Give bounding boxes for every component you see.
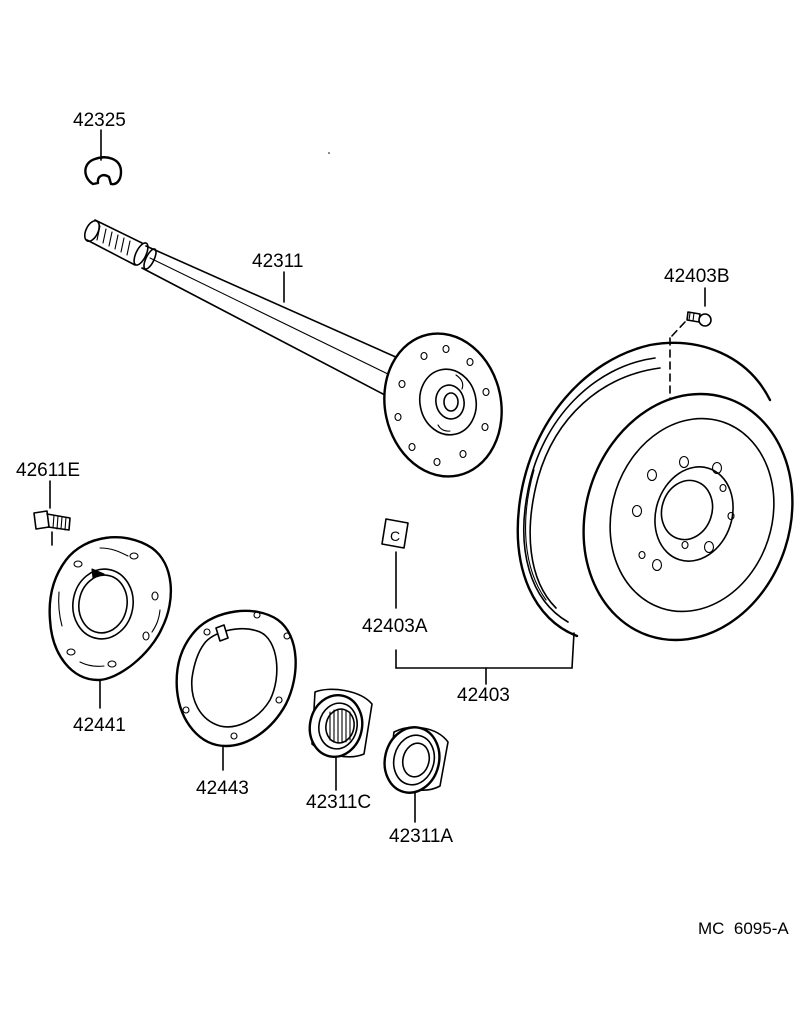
speck-dot <box>328 152 330 154</box>
label-plate-letter: C <box>390 528 400 544</box>
snap-ring-42325 <box>84 129 123 186</box>
axle-shaft-42311 <box>83 219 503 478</box>
gasket-42443 <box>175 609 297 771</box>
hole-plug-42403B <box>656 287 712 479</box>
brake-drum-42403 <box>395 341 794 685</box>
part-label-42443: 42443 <box>196 778 249 799</box>
part-label-42325: 42325 <box>73 110 126 131</box>
part-label-42403B: 42403B <box>664 266 730 287</box>
part-label-42311C: 42311C <box>306 792 371 813</box>
bearing-retainer-42441 <box>48 536 173 709</box>
part-label-42311A: 42311A <box>389 826 453 847</box>
bolt-42611E <box>33 480 71 546</box>
part-label-42403: 42403 <box>457 685 510 706</box>
part-label-42611E: 42611E <box>16 460 80 481</box>
diagram-code: MC 6095-A <box>698 919 789 938</box>
label-plate-42403A: C <box>381 518 409 609</box>
part-label-42441: 42441 <box>73 715 126 736</box>
part-label-42311: 42311 <box>252 251 303 272</box>
axle-bearing-42311C <box>308 688 373 791</box>
oil-seal-42311A <box>383 726 449 823</box>
part-label-42403A: 42403A <box>362 616 428 637</box>
